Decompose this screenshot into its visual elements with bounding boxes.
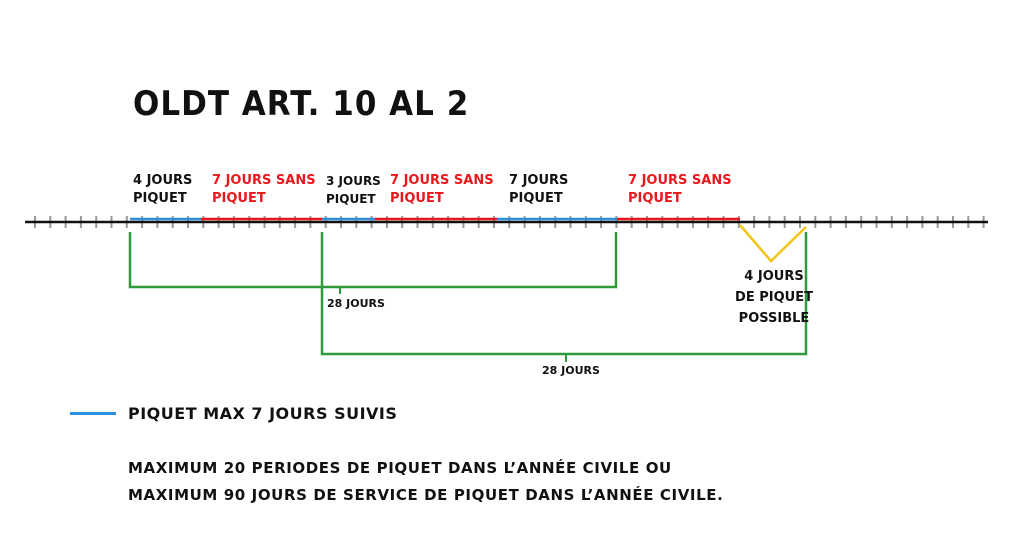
segment-label-sans-2: 7 JOURS SANS PIQUET	[390, 173, 494, 206]
segment-label-sans-3: 7 JOURS SANS PIQUET	[628, 173, 732, 206]
possible-piquet-label: 4 JOURS DE PIQUET POSSIBLE	[735, 269, 813, 326]
segment-label-piquet-1: 4 JOURS PIQUET	[133, 173, 193, 206]
legend: PIQUET MAX 7 JOURS SUIVIS	[70, 404, 397, 423]
note-line-1: MAXIMUM 20 PERIODES DE PIQUET DANS L’ANN…	[128, 459, 672, 477]
bracket-1-label: 28 JOURS	[327, 297, 385, 310]
notes: MAXIMUM 20 PERIODES DE PIQUET DANS L’ANN…	[128, 455, 723, 509]
legend-swatch-piquet	[70, 412, 116, 415]
bracket-28-days-1	[128, 232, 618, 289]
note-line-2: MAXIMUM 90 JOURS DE SERVICE DE PIQUET DA…	[128, 486, 724, 504]
bracket-28-days-2	[320, 232, 808, 356]
segment-label-sans-1: 7 JOURS SANS PIQUET	[212, 173, 316, 206]
diagram-title: OLDT ART. 10 AL 2	[133, 84, 470, 124]
segment-label-piquet-2: 3 JOURS PIQUET	[326, 174, 381, 206]
segment-label-piquet-3: 7 JOURS PIQUET	[509, 173, 569, 206]
possible-piquet-marker	[739, 224, 807, 263]
legend-label: PIQUET MAX 7 JOURS SUIVIS	[128, 404, 398, 423]
bracket-2-label: 28 JOURS	[542, 364, 600, 377]
